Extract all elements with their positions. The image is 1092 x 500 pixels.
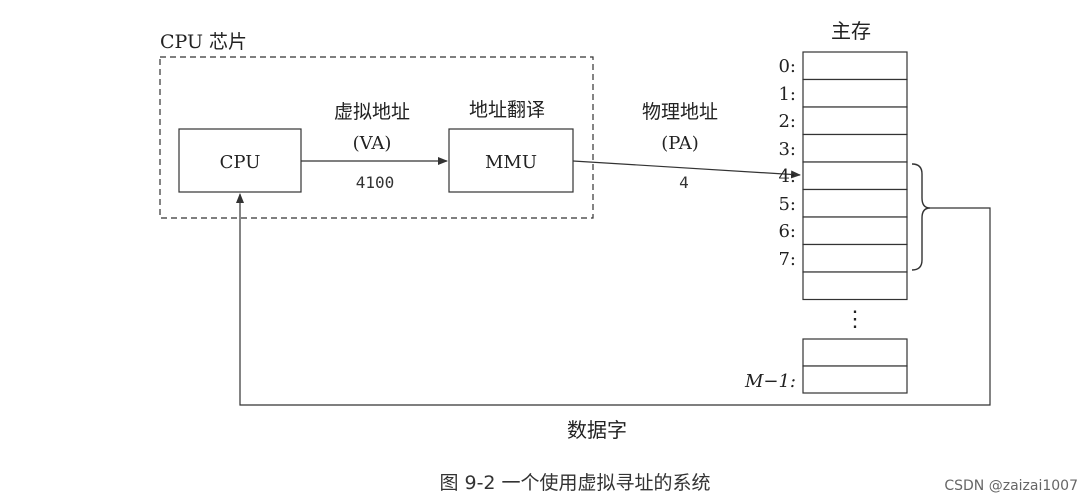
memory-row-label-4: 4: [778, 166, 796, 187]
memory-cell-m-2 [802, 338, 908, 367]
cpu-box [178, 128, 302, 193]
va-title: 虚拟地址 [334, 101, 410, 123]
memory-row-labels: 0: 1: 2: 3: 4: 5: 6: 7: [778, 56, 796, 270]
memory-cell-0 [802, 51, 908, 81]
mmu-box [448, 128, 574, 193]
memory-row-label-7: 7: [778, 249, 796, 270]
memory-row-label-6: 6: [778, 221, 796, 242]
memory-cell-4 [802, 161, 908, 191]
memory-cell-8 [802, 271, 908, 301]
memory-cell-7 [802, 243, 908, 273]
mmu-label: MMU [485, 152, 537, 173]
memory-row-label-2: 2: [778, 111, 796, 132]
memory-row-label-3: 3: [778, 139, 796, 160]
va-value: 4100 [356, 173, 395, 192]
memory-title: 主存 [831, 19, 871, 43]
watermark: CSDN @zaizai1007 [944, 478, 1078, 494]
pa-value: 4 [679, 173, 689, 192]
translate-title: 地址翻译 [469, 99, 545, 121]
memory-cell-1 [802, 78, 908, 108]
cpu-label: CPU [220, 152, 261, 173]
data-return-path [236, 193, 991, 406]
memory-cell-3 [802, 133, 908, 163]
memory-row-label-1: 1: [778, 84, 796, 105]
va-abbr: (VA) [353, 133, 392, 154]
memory-row-label-0: 0: [778, 56, 796, 77]
cpu-chip-label: CPU 芯片 [160, 31, 247, 53]
pa-arrow [572, 160, 801, 179]
memory-last-row-label: M−1: [744, 371, 796, 392]
pa-title: 物理地址 [642, 101, 718, 123]
data-word-brace [911, 163, 931, 271]
memory-row-label-5: 5: [778, 194, 796, 215]
memory-cell-5 [802, 188, 908, 218]
figure-caption: 图 9-2 一个使用虚拟寻址的系统 [439, 472, 710, 494]
pa-abbr: (PA) [661, 133, 699, 154]
memory-ellipsis: ⋮ [844, 307, 866, 332]
data-word-label: 数据字 [567, 418, 627, 442]
memory-cell-2 [802, 106, 908, 136]
memory-cells [802, 51, 908, 301]
cpu-chip-boundary [159, 56, 594, 219]
memory-cell-6 [802, 216, 908, 246]
memory-cell-m-1 [802, 365, 908, 394]
